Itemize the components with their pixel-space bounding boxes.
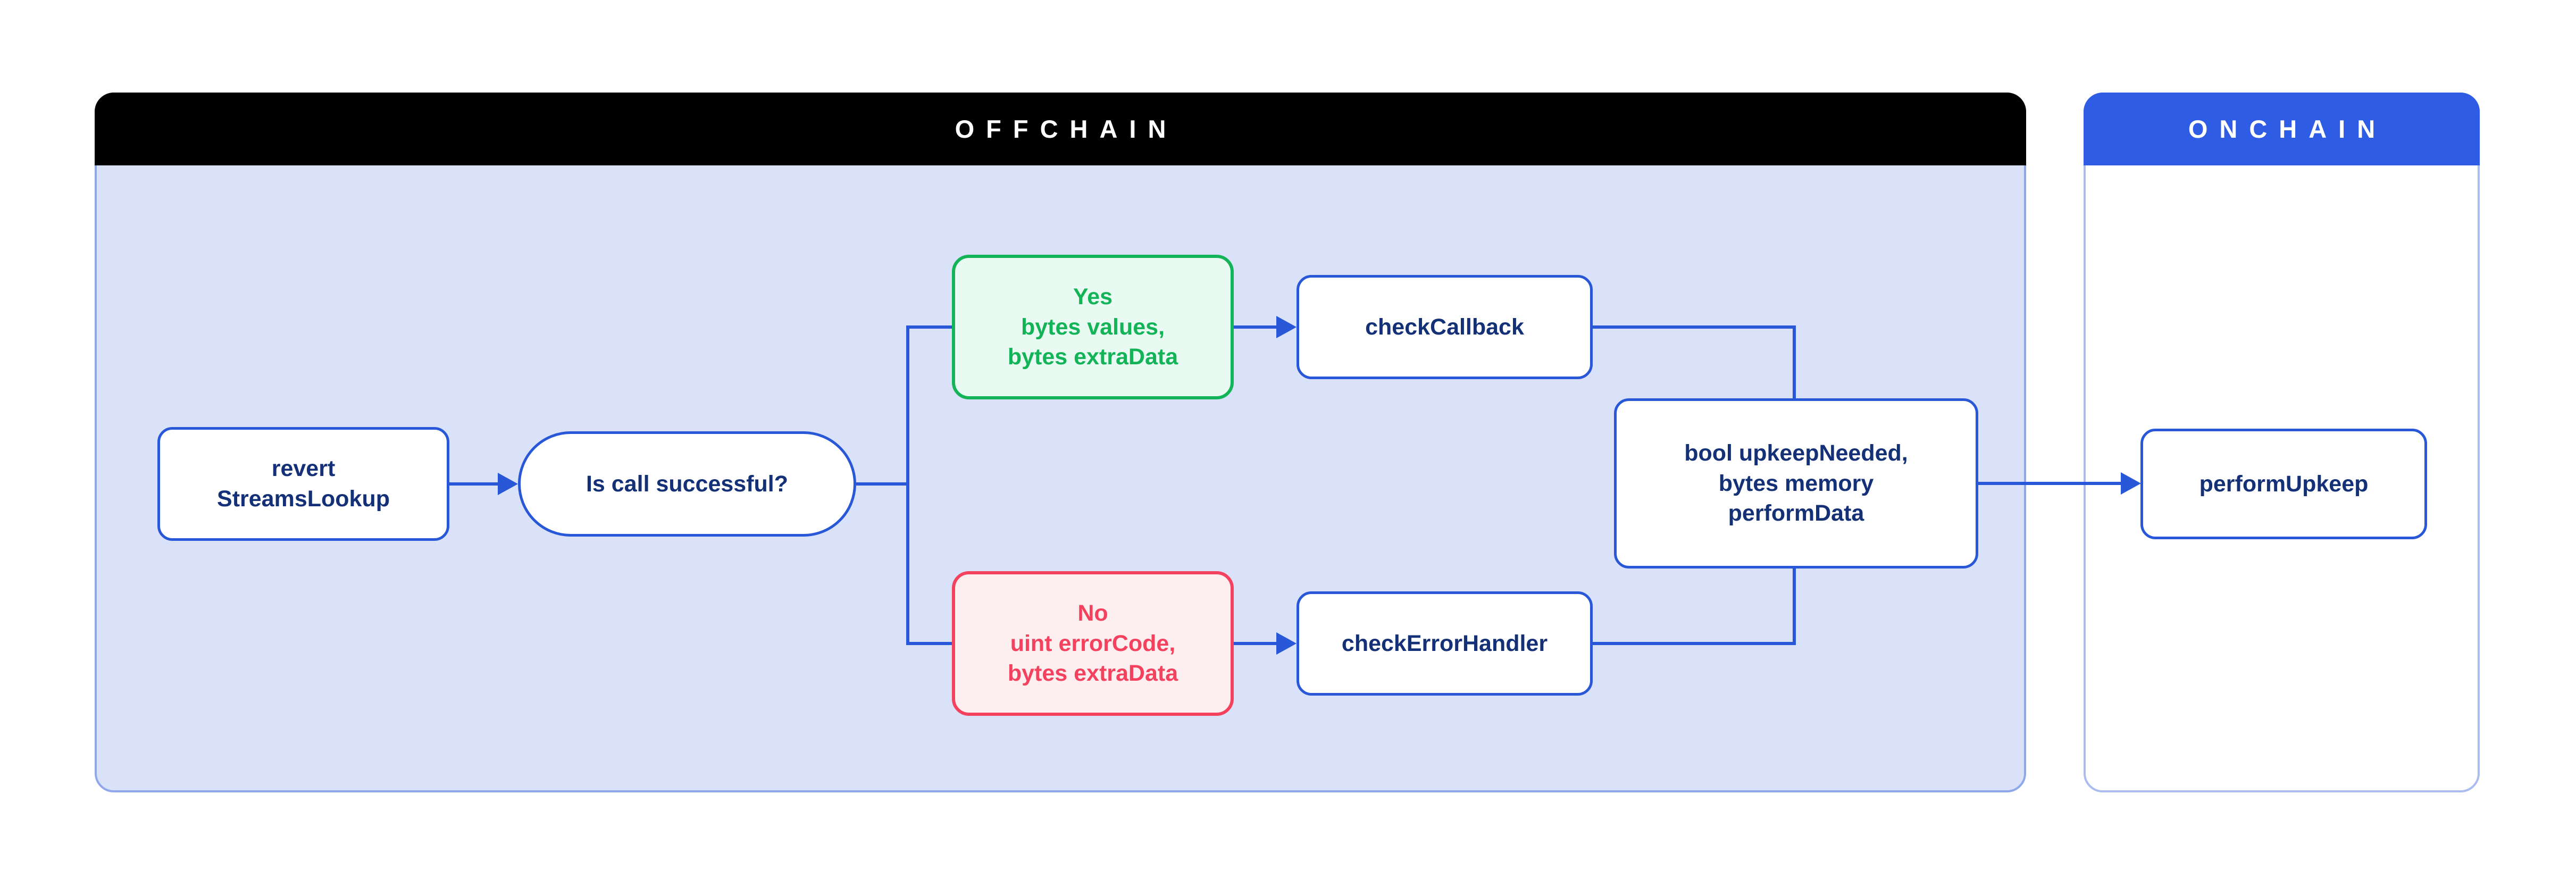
node-perform-upkeep: performUpkeep: [2140, 429, 2427, 539]
arrowhead-into-performupkeep: [2121, 472, 2141, 495]
node-yes-branch: Yes bytes values, bytes extraData: [952, 255, 1234, 399]
connector-revert-to-decision: [449, 482, 500, 486]
node-check-callback: checkCallback: [1297, 275, 1593, 379]
yes-branch-label: Yes bytes values, bytes extraData: [1007, 283, 1178, 370]
branch-vertical-line: [906, 325, 909, 645]
onchain-title: ONCHAIN: [2188, 115, 2387, 143]
connector-checkerrorhandler-right: [1593, 642, 1796, 645]
is-call-successful-label: Is call successful?: [586, 471, 789, 497]
arrowhead-into-checkerrorhandler: [1276, 632, 1297, 655]
upkeep-result-label: bool upkeepNeeded, bytes memory performD…: [1684, 440, 1908, 526]
connector-no-to-checkerrorhandler: [1234, 642, 1277, 645]
connector-checkerrorhandler-up: [1793, 567, 1796, 645]
connector-branch-to-yes: [906, 325, 953, 329]
arrowhead-into-decision: [498, 473, 518, 495]
node-revert-streams-lookup: revert StreamsLookup: [157, 427, 449, 541]
check-callback-label: checkCallback: [1365, 314, 1524, 340]
connector-result-to-performupkeep: [1978, 482, 2122, 485]
offchain-header: OFFCHAIN: [95, 93, 2026, 165]
node-is-call-successful: Is call successful?: [518, 431, 856, 537]
perform-upkeep-label: performUpkeep: [2199, 471, 2369, 497]
node-upkeep-result: bool upkeepNeeded, bytes memory performD…: [1614, 398, 1978, 569]
offchain-title: OFFCHAIN: [955, 115, 1178, 143]
node-no-branch: No uint errorCode, bytes extraData: [952, 571, 1234, 716]
connector-branch-to-no: [906, 642, 953, 645]
revert-streams-lookup-label: revert StreamsLookup: [217, 456, 390, 512]
arrowhead-into-checkcallback: [1276, 316, 1297, 338]
no-branch-label: No uint errorCode, bytes extraData: [1007, 600, 1178, 687]
onchain-header: ONCHAIN: [2084, 93, 2480, 165]
connector-decision-to-branch: [856, 482, 909, 486]
node-check-error-handler: checkErrorHandler: [1297, 591, 1593, 696]
connector-checkcallback-down: [1793, 325, 1796, 400]
connector-checkcallback-right: [1593, 325, 1796, 329]
connector-yes-to-checkcallback: [1234, 325, 1277, 329]
check-error-handler-label: checkErrorHandler: [1341, 630, 1548, 656]
